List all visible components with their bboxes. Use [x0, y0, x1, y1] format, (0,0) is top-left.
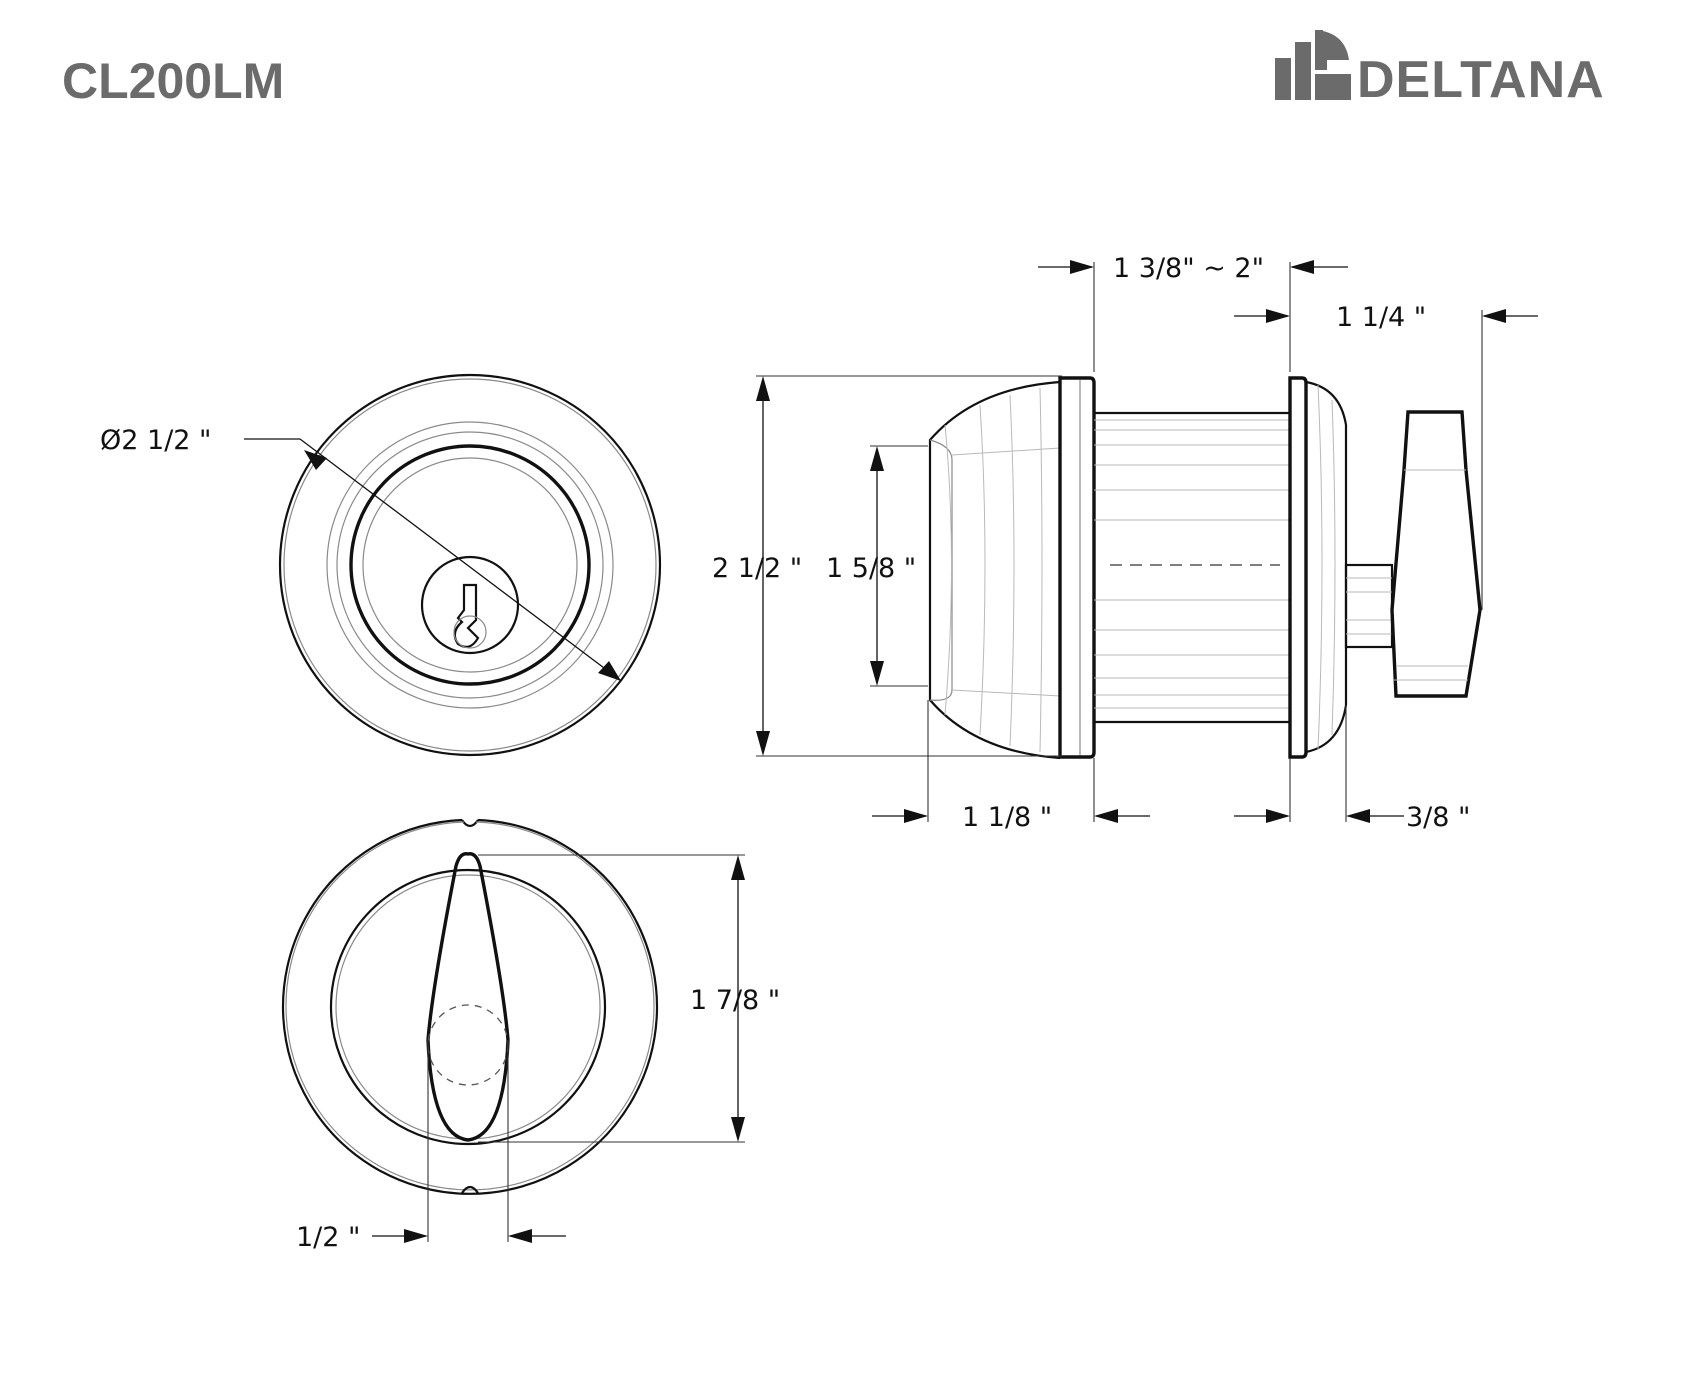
overall-height-dimension: 2 1/2 " — [712, 375, 1062, 757]
thumbturn-width-label: 1/2 " — [296, 1222, 360, 1253]
thumbturn-height-dimension: 1 7/8 " — [478, 854, 780, 1143]
turn-depth-label: 1 1/4 " — [1336, 302, 1426, 333]
turn-depth-dimension: 1 1/4 " — [1234, 302, 1538, 610]
spindle-depth-label: 3/8 " — [1406, 802, 1470, 833]
back-view-thumbturn — [281, 818, 659, 1195]
front-view-keyway — [278, 373, 662, 757]
front-diameter-dimension: Ø2 1/2 " — [100, 425, 621, 681]
thumbturn-width-dimension: 1/2 " — [296, 1040, 566, 1253]
front-depth-label: 1 1/8 " — [962, 802, 1052, 833]
front-depth-dimension: 1 1/8 " — [872, 700, 1150, 833]
cylinder-height-label: 1 5/8 " — [826, 553, 916, 584]
thumbturn-height-label: 1 7/8 " — [690, 985, 780, 1016]
brand-logo: DELTANA — [1275, 30, 1645, 106]
body-length-label: 1 3/8" ~ 2" — [1113, 253, 1264, 284]
front-diameter-label: Ø2 1/2 " — [100, 425, 211, 456]
side-view — [928, 376, 1482, 760]
brand-name: DELTANA — [1357, 51, 1605, 109]
deltana-logo-icon — [1275, 30, 1351, 100]
overall-height-label: 2 1/2 " — [712, 553, 802, 584]
spindle-depth-dimension: 3/8 " — [1234, 705, 1470, 833]
model-number: CL200LM — [62, 53, 285, 109]
body-length-dimension: 1 3/8" ~ 2" — [1038, 253, 1348, 372]
cylinder-height-dimension: 1 5/8 " — [826, 445, 928, 687]
